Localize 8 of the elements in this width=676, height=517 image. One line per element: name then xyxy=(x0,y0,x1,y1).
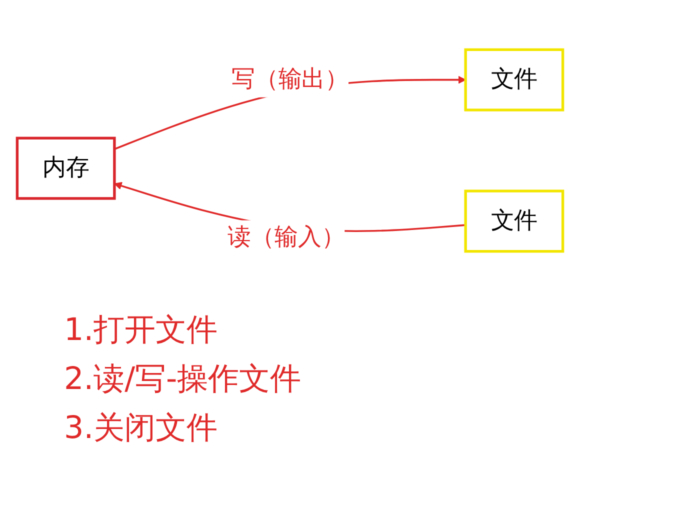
step-text: 3.关闭文件 xyxy=(64,410,218,448)
node-box: 内存 xyxy=(16,136,116,200)
node-box: 文件 xyxy=(464,48,564,112)
edge-label: 写（输出） xyxy=(231,66,349,93)
step-text: 1.打开文件 xyxy=(64,312,218,350)
edge-label: 读（输入） xyxy=(228,224,345,251)
step-text: 2.读/写-操作文件 xyxy=(64,361,302,398)
node-box: 文件 xyxy=(464,190,564,253)
